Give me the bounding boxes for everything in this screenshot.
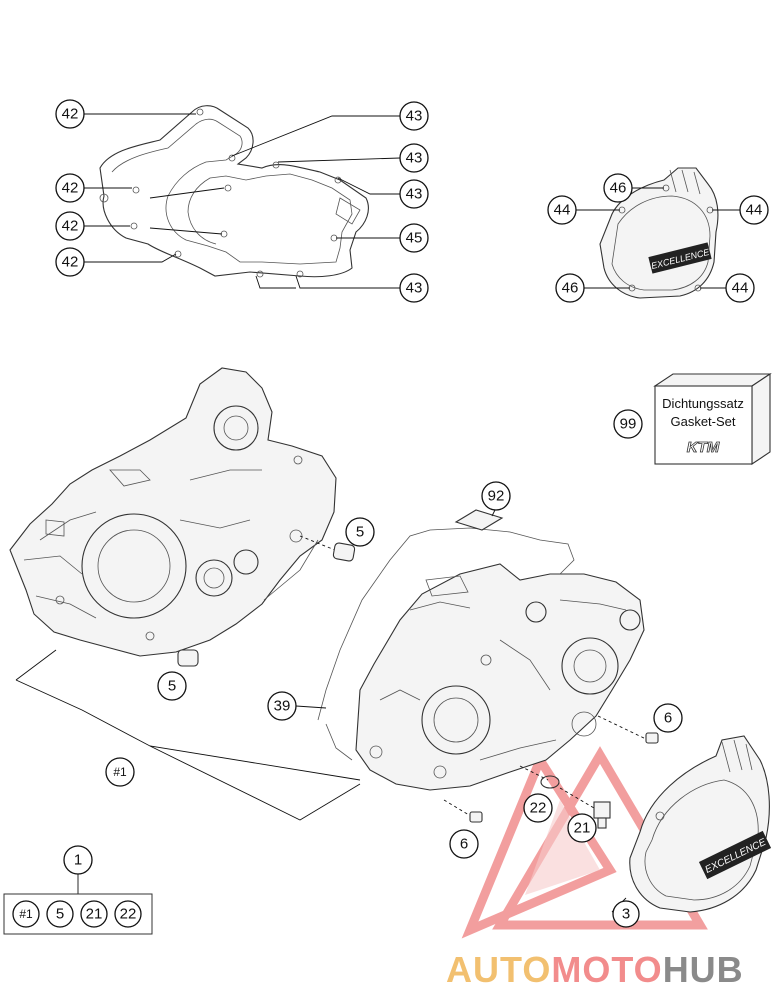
watermark-text: AUTOMOTOHUB [446, 949, 744, 990]
ignition-cover-leaders [576, 187, 740, 289]
svg-text:44: 44 [746, 202, 763, 219]
watermark-part3: HUB [663, 949, 744, 990]
set-item-1: #1 [12, 900, 40, 928]
dowel-pin-bottom [443, 799, 483, 823]
callout-44-c: 44 [725, 273, 755, 303]
gasket-leaders [84, 113, 401, 289]
callout-42-a: 42 [55, 99, 85, 129]
callout-44-b: 44 [739, 195, 769, 225]
callout-43-d: 43 [399, 273, 429, 303]
svg-text:99: 99 [620, 416, 637, 433]
svg-text:43: 43 [406, 150, 423, 167]
svg-text:45: 45 [406, 230, 423, 247]
seal-ring [519, 765, 560, 789]
svg-text:21: 21 [86, 906, 103, 923]
callout-43-b: 43 [399, 143, 429, 173]
svg-text:6: 6 [460, 836, 468, 853]
callout-43-c: 43 [399, 179, 429, 209]
crankcase-gasket [99, 105, 369, 278]
dowel-sleeve-lower [177, 649, 199, 667]
callout-44-a: 44 [547, 195, 577, 225]
callout-46-b: 46 [555, 273, 585, 303]
svg-text:5: 5 [168, 678, 176, 695]
callout-42-b: 42 [55, 173, 85, 203]
svg-text:43: 43 [406, 186, 423, 203]
set-item-4: 22 [114, 900, 142, 928]
svg-text:#1: #1 [113, 765, 127, 779]
svg-text:44: 44 [732, 280, 749, 297]
set-item-3: 21 [80, 900, 108, 928]
svg-text:22: 22 [530, 800, 547, 817]
svg-text:43: 43 [406, 280, 423, 297]
svg-text:5: 5 [356, 524, 364, 541]
svg-text:21: 21 [574, 820, 591, 837]
ktm-logo: KTM [687, 439, 720, 456]
callout-99: 99 [613, 409, 643, 439]
callout-42-c: 42 [55, 211, 85, 241]
svg-text:42: 42 [62, 180, 79, 197]
callout-45: 45 [399, 223, 429, 253]
callout-42-d: 42 [55, 247, 85, 277]
callout-5-b: 5 [157, 671, 187, 701]
svg-text:42: 42 [62, 254, 79, 271]
crankcase-center-gasket [317, 527, 575, 761]
svg-text:5: 5 [56, 906, 64, 923]
gasket-pad [454, 509, 504, 531]
drain-plug [559, 787, 611, 829]
callout-6-a: 6 [653, 703, 683, 733]
svg-text:92: 92 [488, 488, 505, 505]
gasket-set-line2: Gasket-Set [670, 414, 735, 429]
callout-5-a: 5 [345, 517, 375, 547]
callout-21: 21 [567, 813, 597, 843]
right-crankcase-half [355, 563, 645, 791]
callout-43-a: 43 [399, 101, 429, 131]
ignition-cover-top: EXCELLENCE [599, 167, 719, 299]
callout-39: 39 [267, 691, 297, 721]
callout-92: 92 [481, 481, 511, 511]
dowel-pin-right [597, 715, 659, 744]
svg-text:43: 43 [406, 108, 423, 125]
callout-3: 3 [612, 900, 640, 928]
callout-46-a: 46 [603, 173, 633, 203]
left-crankcase-half [9, 367, 337, 657]
svg-text:3: 3 [622, 906, 630, 923]
gasket-set-line1: Dichtungssatz [662, 396, 744, 411]
svg-text:46: 46 [610, 180, 627, 197]
watermark-part1: AUTO [446, 949, 551, 990]
watermark-part2: MOTO [551, 949, 662, 990]
svg-text:#1: #1 [19, 907, 33, 921]
set-item-2: 5 [46, 900, 74, 928]
gasket-set-box: Dichtungssatz Gasket-Set KTM [653, 372, 772, 466]
svg-text:22: 22 [120, 906, 137, 923]
callout-1: 1 [63, 845, 93, 875]
svg-text:1: 1 [74, 852, 82, 869]
callout-set-1: #1 [105, 757, 135, 787]
dowel-sleeve-upper [299, 535, 356, 562]
svg-text:42: 42 [62, 106, 79, 123]
callout-6-b: 6 [449, 829, 479, 859]
svg-text:39: 39 [274, 698, 291, 715]
callout-22: 22 [523, 793, 553, 823]
svg-text:AUTOMOTOHUB: AUTOMOTOHUB [446, 949, 744, 990]
ignition-cover-bottom: EXCELLENCE [629, 735, 772, 913]
svg-text:46: 46 [562, 280, 579, 297]
svg-text:6: 6 [664, 710, 672, 727]
svg-text:42: 42 [62, 218, 79, 235]
svg-text:44: 44 [554, 202, 571, 219]
